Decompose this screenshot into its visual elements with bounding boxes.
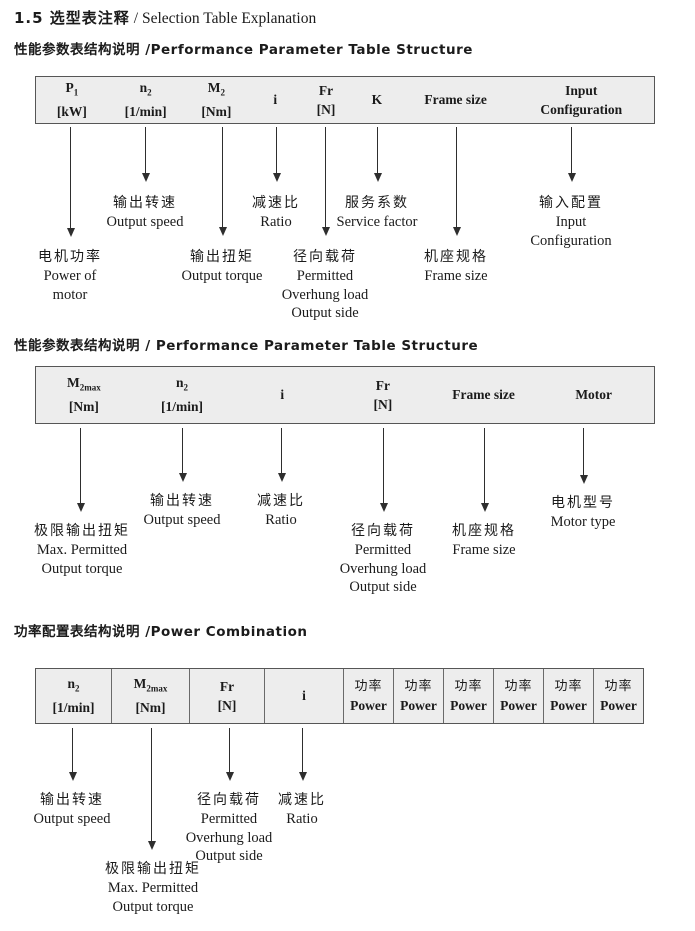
col-power-1: 功率 Power — [343, 669, 393, 723]
col-fr: Fr [N] — [316, 82, 336, 117]
arrow-n2 — [178, 428, 187, 482]
callout-ratio: 减速比 Ratio — [278, 792, 326, 827]
col-m2max: M2max [Nm] — [111, 669, 189, 723]
arrow-p1 — [66, 127, 75, 237]
page-title: 1.5 选型表注释 / Selection Table Explanation — [14, 7, 316, 28]
arrow-k — [373, 127, 382, 182]
col-i: i — [273, 92, 278, 107]
arrow-fr — [225, 728, 234, 781]
col-power-4: 功率 Power — [493, 669, 543, 723]
col-n2: n2 [1/min] — [161, 375, 204, 414]
arrow-i — [298, 728, 307, 781]
callout-frame-size: 机座规格 Frame size — [452, 523, 516, 558]
col-power-5: 功率 Power — [543, 669, 593, 723]
col-m2: M2 [Nm] — [201, 80, 232, 119]
page-title-en: / Selection Table Explanation — [133, 10, 317, 27]
col-fr: Fr [N] — [373, 377, 393, 412]
col-power-6: 功率 Power — [593, 669, 643, 723]
callout-output-speed: 输出转速 Output speed — [143, 493, 221, 528]
callout-ratio: 减速比 Ratio — [257, 493, 305, 528]
callout-motor-type: 电机型号 Motor type — [550, 495, 616, 530]
arrow-n2 — [68, 728, 77, 781]
arrow-i — [277, 428, 286, 482]
callout-frame-size: 机座规格 Frame size — [424, 249, 488, 284]
section3-table: n2 [1/min] M2max [Nm] Fr [N] i 功率 Power … — [35, 668, 644, 724]
arrow-i — [272, 127, 281, 182]
callout-max-output-torque: 极限输出扭矩 Max. Permitted Output torque — [105, 861, 201, 915]
col-m2max: M2max [Nm] — [66, 375, 101, 414]
callout-overhung-load: 径向载荷 Permitted Overhung load Output side — [339, 523, 427, 595]
col-motor: Motor — [575, 387, 613, 402]
page-title-zh: 1.5 选型表注释 — [14, 9, 130, 27]
callout-ratio: 减速比 Ratio — [252, 195, 300, 230]
arrow-frame-size — [480, 428, 489, 512]
callout-power-of-motor: 电机功率 Power of motor — [38, 249, 102, 303]
arrow-input-configuration — [567, 127, 576, 182]
col-n2: n2 [1/min] — [124, 80, 167, 119]
callout-output-torque: 输出扭矩 Output torque — [181, 249, 263, 284]
callout-service-factor: 服务系数 Service factor — [336, 195, 418, 230]
col-frame-size: Frame size — [452, 387, 515, 402]
arrow-frame-size — [452, 127, 461, 236]
callout-output-speed: 输出转速 Output speed — [33, 792, 111, 827]
arrow-m2max — [76, 428, 85, 512]
col-n2: n2 [1/min] — [52, 676, 95, 715]
arrow-fr — [321, 127, 330, 236]
col-i: i — [264, 669, 343, 723]
section2-heading: 性能参数表结构说明 / Performance Parameter Table … — [14, 338, 479, 354]
arrow-m2 — [218, 127, 227, 236]
section1-heading: 性能参数表结构说明 /Performance Parameter Table S… — [14, 42, 473, 58]
col-power-3: 功率 Power — [443, 669, 493, 723]
col-p1: P1 [kW] — [56, 80, 87, 119]
arrow-n2 — [141, 127, 150, 182]
col-fr: Fr [N] — [189, 669, 264, 723]
section3-heading: 功率配置表结构说明 /Power Combination — [14, 624, 308, 640]
col-frame-size: Frame size — [424, 92, 487, 107]
section1-table: P1 [kW] n2 [1/min] M2 [Nm] i Fr [N] K Fr… — [35, 76, 655, 124]
col-input-configuration: Input Configuration — [540, 82, 623, 117]
callout-output-speed: 输出转速 Output speed — [106, 195, 184, 230]
col-k: K — [371, 92, 383, 107]
col-i: i — [280, 387, 285, 402]
section2-table: M2max [Nm] n2 [1/min] i Fr [N] Frame siz… — [35, 366, 655, 424]
callout-overhung-load: 径向载荷 Permitted Overhung load Output side — [281, 249, 369, 321]
arrow-motor — [579, 428, 588, 484]
arrow-m2max — [147, 728, 156, 850]
callout-input-configuration: 输入配置 Input Configuration — [530, 195, 612, 249]
arrow-fr — [379, 428, 388, 512]
callout-max-output-torque: 极限输出扭矩 Max. Permitted Output torque — [34, 523, 130, 577]
col-power-2: 功率 Power — [393, 669, 443, 723]
callout-overhung-load: 径向载荷 Permitted Overhung load Output side — [185, 792, 273, 864]
